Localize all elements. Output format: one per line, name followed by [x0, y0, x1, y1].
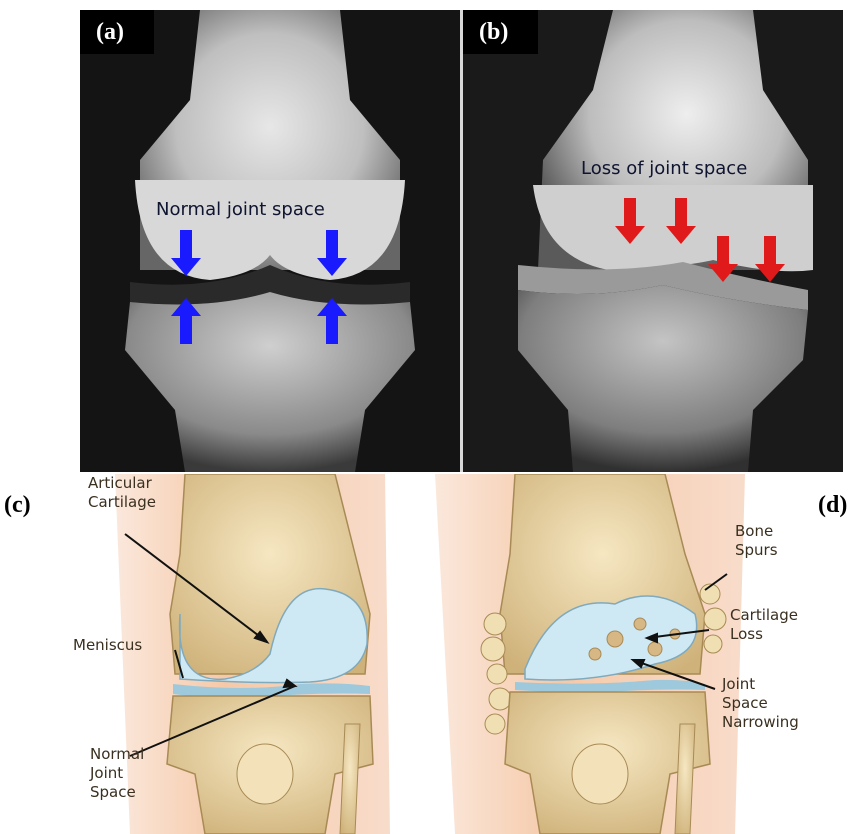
knee-illustrations: [55, 474, 815, 834]
panel-label-b: (b): [463, 10, 538, 54]
label-normal-joint-space: Normal Joint Space: [90, 745, 144, 802]
xray-panel-a: (a) Normal joint space: [80, 10, 460, 472]
caption-normal-joint-space: Normal joint space: [156, 199, 325, 220]
panel-label-a: (a): [80, 10, 154, 54]
caption-loss-of-joint-space: Loss of joint space: [581, 158, 747, 179]
label-cartilage-loss: Cartilage Loss: [730, 606, 798, 644]
xray-arthritic-knee-image: [463, 10, 843, 472]
label-articular-cartilage: Articular Cartilage: [88, 474, 156, 512]
label-meniscus: Meniscus: [73, 636, 142, 655]
label-joint-space-narrowing: Joint Space Narrowing: [722, 675, 799, 732]
normal-knee-illustration: [167, 474, 373, 834]
label-bone-spurs: Bone Spurs: [735, 522, 778, 560]
illustration-panel: Articular Cartilage Meniscus Normal Join…: [55, 474, 815, 834]
xray-panel-b: (b) Loss of joint space: [463, 10, 843, 472]
panel-label-d: (d): [818, 492, 847, 519]
panel-label-c: (c): [4, 492, 31, 519]
xray-normal-knee-image: [80, 10, 460, 472]
